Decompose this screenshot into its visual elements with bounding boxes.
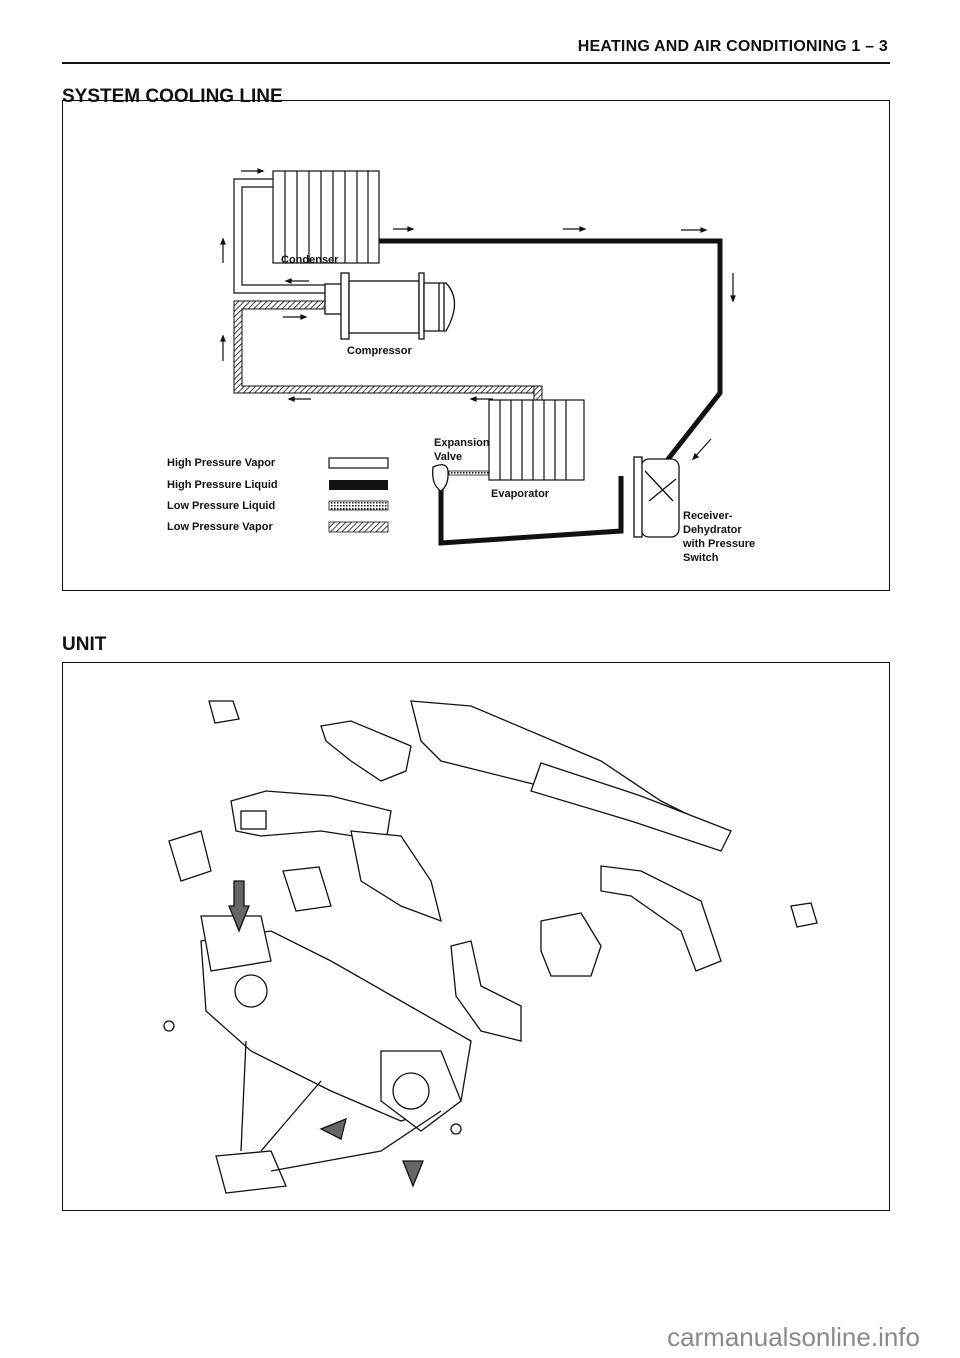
- control-cable: [240, 1040, 442, 1172]
- side-duct-right: [600, 865, 722, 972]
- screw: [450, 1123, 462, 1135]
- receiver-label-1: Receiver-: [683, 510, 733, 522]
- high-pressure-vapor-line: [233, 178, 339, 294]
- high-pressure-liquid-line-return: [438, 476, 624, 546]
- receiver-label-4: Switch: [683, 552, 719, 564]
- header-rule: [62, 62, 890, 64]
- clip-part-top: [208, 700, 240, 724]
- screw: [163, 1020, 175, 1032]
- compressor: [324, 272, 456, 340]
- cooling-line-diagram: Condenser Compressor Evaporator Expansio…: [167, 168, 755, 564]
- low-pressure-vapor-riser: [533, 385, 543, 402]
- flow-arrows: [220, 168, 736, 461]
- legend: High Pressure Vapor High Pressure Liquid…: [167, 457, 389, 533]
- expansion-valve-label-1: Expansion: [434, 437, 490, 449]
- side-vent-duct-left: [320, 720, 412, 782]
- unit-diagram-frame: [62, 662, 890, 1211]
- receiver-dehydrator: [633, 456, 680, 538]
- evaporator: [488, 399, 585, 481]
- condenser: [272, 170, 380, 264]
- watermark: carmanualsonline.info: [667, 1322, 920, 1352]
- section-title-unit: UNIT: [62, 634, 107, 655]
- condenser-label: Condenser: [281, 254, 339, 266]
- airflow-arrow: [228, 880, 250, 933]
- defroster-duct-right: [530, 762, 732, 852]
- airflow-arrow-3: [402, 1160, 424, 1188]
- legend-swatch-hp-vapor: [328, 457, 389, 469]
- side-vent-right: [540, 912, 602, 977]
- receiver-label-2: Dehydrator: [683, 524, 742, 536]
- expansion-valve-label-2: Valve: [434, 451, 462, 463]
- legend-label-lp-vapor: Low Pressure Vapor: [167, 521, 273, 533]
- expansion-valve: [432, 464, 449, 492]
- high-pressure-liquid-line: [379, 238, 723, 465]
- airflow-arrow-2: [319, 1117, 347, 1140]
- floor-duct: [450, 940, 522, 1042]
- control-assembly: [215, 1150, 287, 1194]
- legend-label-hp-liquid: High Pressure Liquid: [167, 479, 278, 491]
- center-vent-grille: [350, 830, 442, 923]
- legend-swatch-lp-liquid: [328, 500, 389, 511]
- page-header-title: HEATING AND AIR CONDITIONING 1 – 3: [577, 38, 888, 55]
- center-vent: [240, 810, 267, 830]
- legend-swatch-lp-vapor: [328, 521, 389, 533]
- cooling-line-diagram-frame: Condenser Compressor Evaporator Expansio…: [62, 100, 890, 591]
- vent-bracket-left: [168, 830, 212, 882]
- compressor-label: Compressor: [347, 345, 413, 357]
- legend-label-lp-liquid: Low Pressure Liquid: [167, 500, 275, 512]
- evaporator-label: Evaporator: [491, 488, 550, 500]
- receiver-label-3: with Pressure: [682, 538, 755, 550]
- vent-grille-small: [282, 866, 332, 912]
- clip-part-right: [790, 902, 818, 928]
- legend-swatch-hp-liquid: [329, 480, 388, 490]
- legend-label-hp-vapor: High Pressure Vapor: [167, 457, 276, 469]
- blower-motor: [392, 1072, 430, 1110]
- low-pressure-liquid-line: [448, 470, 490, 476]
- heater-core-cap: [234, 974, 268, 1008]
- unit-exploded-diagram: [163, 700, 818, 1194]
- section-title-cooling-line: SYSTEM COOLING LINE: [62, 86, 283, 107]
